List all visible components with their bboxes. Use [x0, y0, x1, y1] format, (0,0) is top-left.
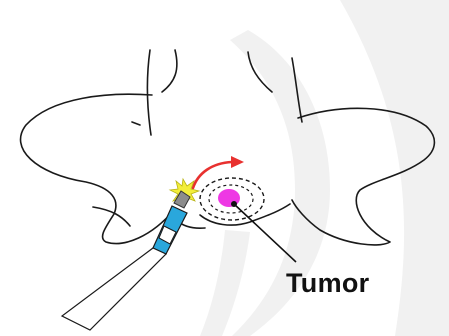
left-thigh: [21, 94, 174, 243]
tumor-label: Tumor: [286, 268, 370, 299]
ablation-probe: [62, 191, 190, 330]
probe-white-handle: [62, 248, 166, 330]
rotation-arrow-icon: [193, 156, 244, 188]
left-chest-curve: [162, 50, 177, 92]
left-upper-torso-line: [147, 50, 151, 135]
left-flank-fold: [132, 122, 140, 125]
patient-body-outline: [21, 50, 435, 245]
clipped-top-heading: [0, 0, 449, 7]
tumor-target: [200, 178, 296, 262]
